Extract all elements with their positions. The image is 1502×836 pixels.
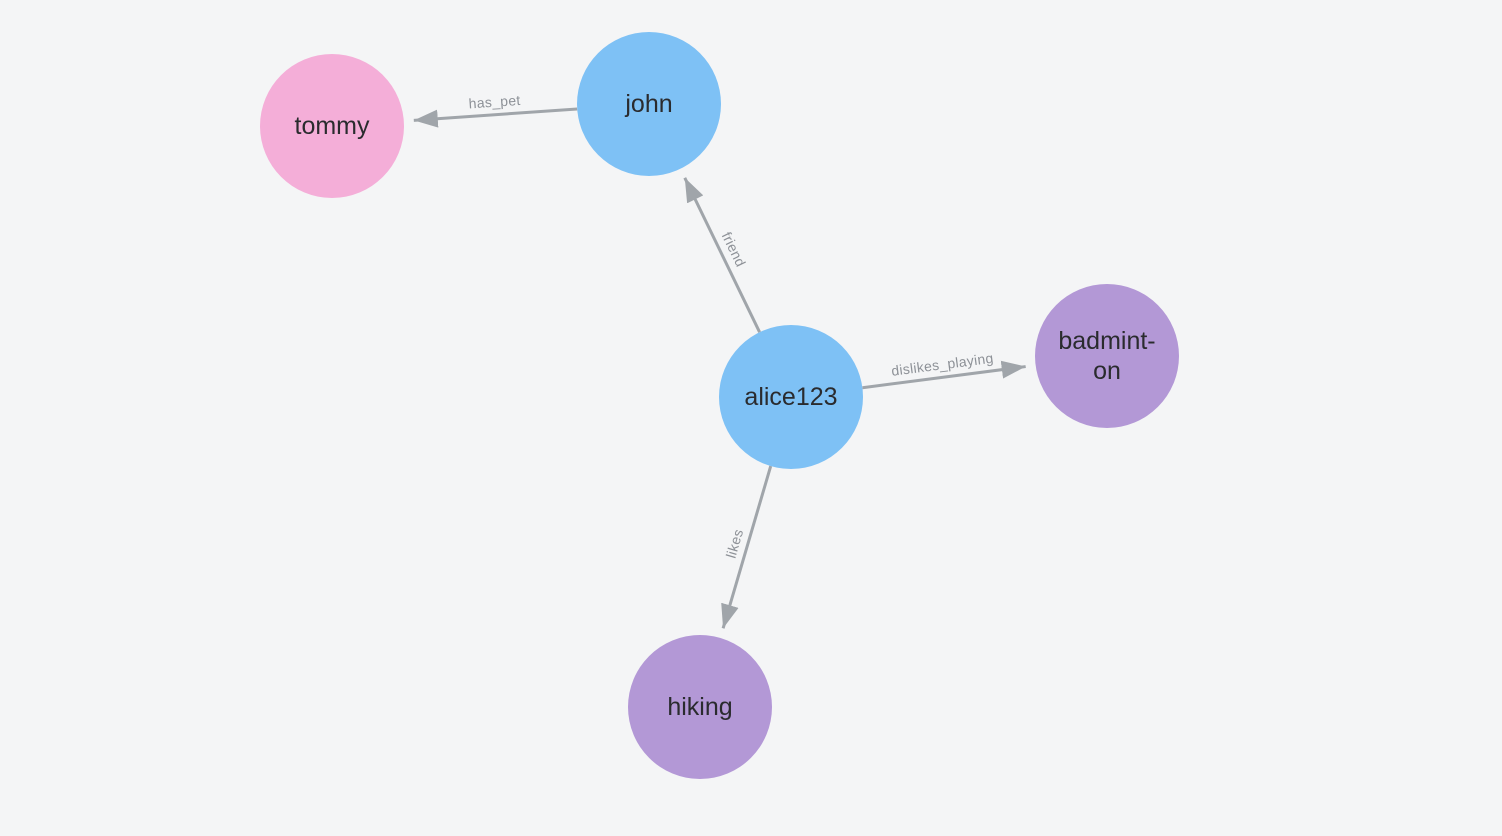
edge-label: likes xyxy=(723,527,747,560)
edge-friend[interactable]: friend xyxy=(683,177,761,333)
node-tommy[interactable]: tommy xyxy=(260,54,404,198)
edge-label: dislikes_playing xyxy=(890,350,994,379)
node-label: hiking xyxy=(667,693,733,721)
node-alice123[interactable]: alice123 xyxy=(719,325,863,469)
node-badminton[interactable]: badmint- on xyxy=(1035,284,1179,428)
edge-line xyxy=(862,360,1026,390)
node-hiking[interactable]: hiking xyxy=(628,635,772,779)
node-john[interactable]: john xyxy=(577,32,721,176)
node-label: alice123 xyxy=(744,383,838,411)
edge-line xyxy=(721,465,773,629)
edge-dislikes_playing[interactable]: dislikes_playing xyxy=(862,350,1026,390)
edge-has_pet[interactable]: has_pet xyxy=(413,92,578,128)
edge-label: friend xyxy=(719,229,749,269)
node-label: tommy xyxy=(294,112,370,140)
edge-line xyxy=(683,177,761,333)
node-label: john xyxy=(625,90,673,118)
edge-likes[interactable]: likes xyxy=(721,465,773,629)
edge-label: has_pet xyxy=(468,92,521,112)
edge-line xyxy=(413,107,578,128)
node-label: badmint- on xyxy=(1058,327,1156,385)
